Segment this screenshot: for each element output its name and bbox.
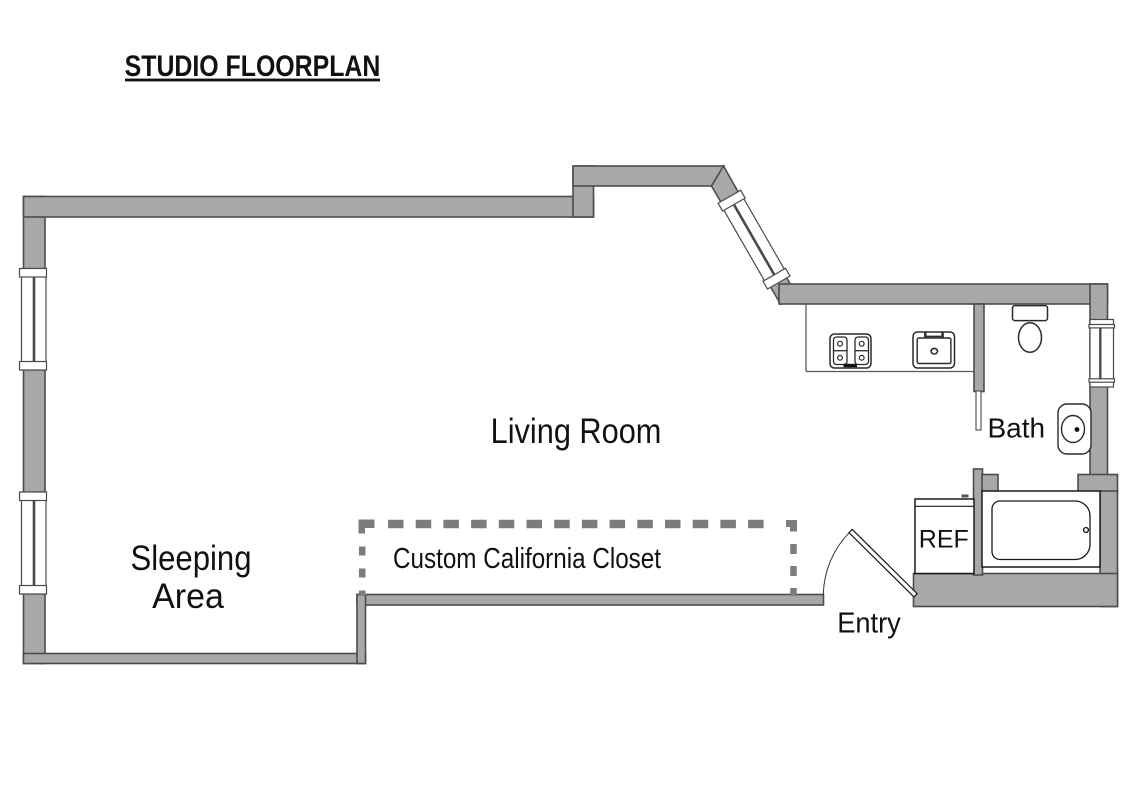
svg-text:Sleeping: Sleeping (130, 539, 251, 578)
svg-text:STUDIO FLOORPLAN: STUDIO FLOORPLAN (125, 49, 381, 83)
svg-text:Area: Area (152, 578, 225, 617)
svg-text:Entry: Entry (837, 607, 901, 639)
svg-text:Living Room: Living Room (491, 411, 662, 450)
svg-text:Custom California Closet: Custom California Closet (393, 542, 662, 575)
svg-text:Bath: Bath (987, 413, 1045, 444)
svg-text:REF: REF (919, 525, 969, 553)
